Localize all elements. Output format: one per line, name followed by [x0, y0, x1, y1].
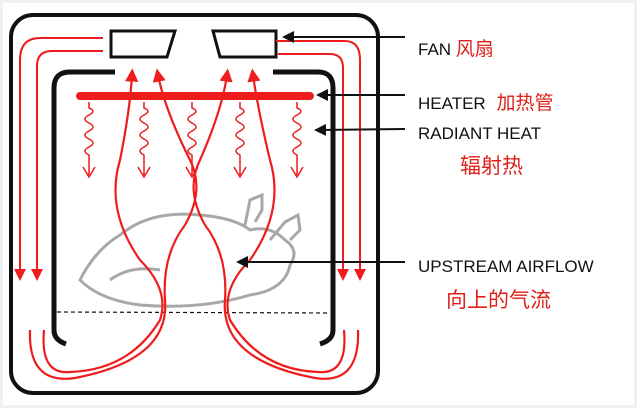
upstream-airflow-label-en: UPSTREAM AIRFLOW	[418, 257, 594, 276]
airflow-curve	[28, 68, 198, 380]
airflow-curve	[192, 68, 360, 380]
upstream-airflow-label-cn: 向上的气流	[446, 288, 551, 312]
oven-outer-wall	[9, 13, 380, 395]
side-airflow	[14, 37, 366, 281]
heater-label: HEATER 加热管	[418, 88, 553, 115]
side-flow-left-inner	[31, 50, 103, 281]
radiant-wave	[233, 102, 247, 179]
side-flow-right-inner	[278, 53, 349, 281]
rack-line	[56, 311, 331, 314]
heater-label-en: HEATER	[418, 94, 486, 113]
heater-label-cn: 加热管	[496, 92, 554, 114]
fan-label-cn: 风扇	[455, 38, 494, 60]
inner-wall-left	[51, 69, 115, 347]
inner-wall-right	[273, 69, 336, 347]
side-flow-right-outer	[276, 40, 366, 281]
chicken-icon	[78, 192, 302, 308]
fan-blade-right	[211, 29, 278, 59]
fan-blade-left	[109, 29, 178, 59]
radiant-heat-label-en: RADIANT HEAT	[418, 124, 542, 143]
callout-arrows	[236, 31, 406, 268]
radiant-callout-arrow	[314, 123, 406, 136]
radiant-wave	[137, 102, 151, 179]
side-flow-left-outer	[14, 37, 103, 281]
airflow-curve	[42, 68, 164, 374]
radiant-wave	[290, 102, 304, 179]
fan-label: FAN 风扇	[418, 34, 494, 61]
radiant-wave	[82, 102, 96, 179]
airflow-curve	[226, 68, 346, 374]
upstream-airflow	[28, 68, 360, 380]
fan-label-en: FAN	[418, 40, 452, 59]
radiant-heat-label-cn: 辐射热	[460, 154, 523, 178]
